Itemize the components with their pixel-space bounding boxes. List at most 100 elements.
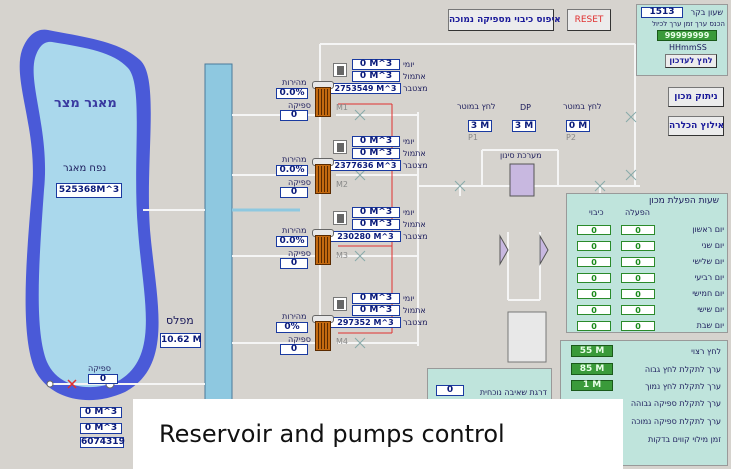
pump-3-motor-icon	[333, 211, 347, 225]
pump-1-icon[interactable]	[312, 81, 334, 117]
pump-3-daily: 0 M^3	[352, 207, 400, 218]
pump-4-daily-label: יומי	[403, 294, 415, 303]
outlet-flow-value: 0	[88, 374, 118, 384]
desired-pressure-value[interactable]: 55 M	[571, 345, 613, 357]
pump-2-tag: M2	[336, 180, 348, 189]
disconnect-button[interactable]: ניתוק מכון	[668, 87, 724, 107]
pump-3-counter-label: מצטבר	[403, 232, 428, 241]
pump-2-icon[interactable]	[312, 158, 334, 194]
low-pressure-value[interactable]: 1 M	[571, 380, 613, 391]
schedule-off-1[interactable]: 0	[577, 225, 611, 235]
filter-label: מערכת סינון	[500, 151, 542, 160]
schedule-col-off: כיבוי	[589, 208, 604, 217]
outlet-cumulative-value: 0 M^3	[80, 423, 122, 434]
p2-tag: P2	[566, 133, 576, 142]
pump-4-flow: 0	[280, 344, 308, 355]
current-level-value: 0	[436, 385, 464, 396]
pump-1-daily: 0 M^3	[352, 59, 400, 70]
pump-1-tag: M1	[336, 103, 348, 112]
schedule-off-6[interactable]: 0	[577, 305, 611, 315]
pump-4-speed: 0%	[276, 322, 308, 333]
fill-time-label: זמן מילוי קווים בדקות	[648, 435, 721, 444]
pump-2-counter-label: מצטבר	[403, 161, 428, 170]
schedule-on-2[interactable]: 0	[621, 241, 655, 251]
high-flow-label: ערך לתקלת ספיקה גבוהה	[630, 399, 721, 408]
pump-4-counter-label: מצטבר	[403, 318, 428, 327]
suction-manifold	[204, 63, 233, 405]
schedule-off-3[interactable]: 0	[577, 257, 611, 267]
pump-4-flow-label: ספיקה	[288, 335, 311, 344]
dosing-pump-right	[539, 234, 549, 266]
pump-3-speed: 0.0%	[276, 236, 308, 247]
high-pressure-label: ערך לתקלת לחץ גבוה	[644, 365, 721, 374]
schedule-col-on: הפעלה	[625, 208, 651, 217]
pump-4-counter: 297352 M^3	[330, 317, 401, 328]
caption: Reservoir and pumps control	[133, 399, 623, 469]
update-button[interactable]: לחץ לעדכון	[665, 54, 717, 68]
forced-cleaning-button[interactable]: אילוץ הכלרה	[668, 116, 724, 136]
schedule-day-6: יום שישי	[697, 305, 724, 314]
clock-label: שעון בקר	[690, 8, 723, 17]
pump-1-counter-label: מצטבר	[403, 84, 428, 93]
clock-panel: שעון בקר 1513 הכנס ערך זמן ערך לכיול 999…	[636, 4, 728, 76]
pump-4-cumulative-label: אתמול	[403, 306, 426, 315]
schedule-off-7[interactable]: 0	[577, 321, 611, 331]
pump-2-cumulative-label: אתמול	[403, 149, 426, 158]
low-flow-label: ערך לתקלת ספיקה נמוכה	[631, 417, 721, 426]
pump-4-cumulative: 0 M^3	[352, 305, 400, 316]
schedule-day-4: יום רביעי	[694, 273, 724, 282]
outlet-daily-value: 0 M^3	[80, 407, 122, 418]
pump-2-daily: 0 M^3	[352, 136, 400, 147]
schedule-on-5[interactable]: 0	[621, 289, 655, 299]
entry-label: הכנס ערך זמן ערך לכיול	[652, 20, 725, 28]
schedule-on-4[interactable]: 0	[621, 273, 655, 283]
reset-button[interactable]: RESET	[567, 9, 611, 31]
pump-2-speed-label: מהירות	[282, 155, 307, 164]
dp-label: DP	[520, 103, 531, 112]
pump-4-daily: 0 M^3	[352, 293, 400, 304]
schedule-off-5[interactable]: 0	[577, 289, 611, 299]
pump-4-tag: M4	[336, 337, 348, 346]
low-flow-reset-button[interactable]: איפוס כיבוי מספיקה נמוכה	[448, 9, 561, 31]
pump-2-speed: 0.0%	[276, 165, 308, 176]
pump-3-flow-label: ספיקה	[288, 249, 311, 258]
pump-3-cumulative: 0 M^3	[352, 219, 400, 230]
pump-2-motor-icon	[333, 140, 347, 154]
schedule-on-1[interactable]: 0	[621, 225, 655, 235]
pump-2-counter: 2377636 M^3	[330, 160, 401, 171]
pump-3-daily-label: יומי	[403, 208, 415, 217]
pump-1-speed-label: מהירות	[282, 78, 307, 87]
high-pressure-value[interactable]: 85 M	[571, 363, 613, 375]
filter-unit	[509, 163, 535, 197]
pump-4-icon[interactable]	[312, 315, 334, 351]
chlorine-tank	[507, 311, 547, 363]
schedule-on-6[interactable]: 0	[621, 305, 655, 315]
dp-value: 3 M	[512, 120, 536, 132]
reservoir-water	[33, 41, 146, 388]
low-pressure-label: ערך לתקלת לחץ נמוך	[645, 382, 721, 391]
reservoir-volume-value: 525368M^3	[56, 183, 122, 198]
schedule-off-2[interactable]: 0	[577, 241, 611, 251]
pump-3-tag: M3	[336, 251, 348, 260]
pump-1-daily-label: יומי	[403, 60, 415, 69]
desired-pressure-label: לחץ רצוי	[691, 347, 721, 356]
schedule-on-7[interactable]: 0	[621, 321, 655, 331]
dosing-pump-left	[499, 234, 509, 266]
outlet-flow-label: ספיקה	[88, 364, 111, 373]
level-label: מפלס	[166, 314, 194, 327]
schedule-on-3[interactable]: 0	[621, 257, 655, 267]
p2-label: לחץ במוטר	[563, 102, 602, 111]
p1-value: 3 M	[468, 120, 492, 132]
pump-1-speed: 0.0%	[276, 88, 308, 99]
schedule-off-4[interactable]: 0	[577, 273, 611, 283]
pump-1-flow: 0	[280, 110, 308, 121]
clock-value: 1513	[641, 7, 683, 18]
pump-1-motor-icon	[333, 63, 347, 77]
pump-3-icon[interactable]	[312, 229, 334, 265]
entry-input[interactable]: 99999999	[657, 30, 717, 41]
p1-tag: P1	[468, 133, 478, 142]
schedule-title: שעות הפעלת מכון	[648, 196, 719, 206]
current-level-panel: 0 דרגת שאיבה נוכחית	[427, 368, 552, 400]
